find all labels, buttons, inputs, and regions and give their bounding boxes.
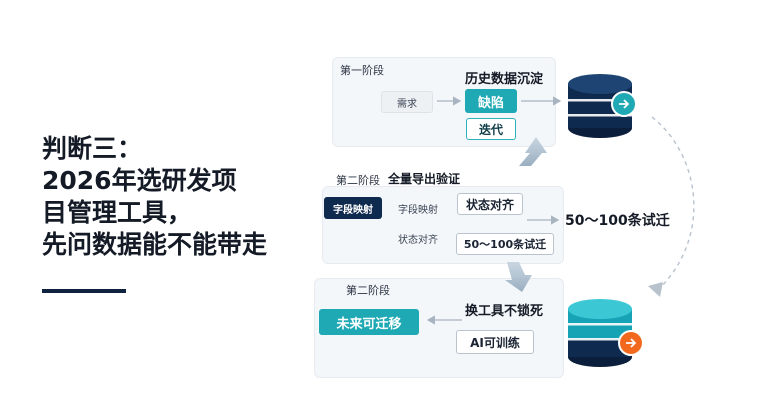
field-mapping-text: 字段映射	[398, 205, 438, 216]
status-align-text: 状态对齐	[398, 235, 438, 246]
headline-line-4: 先问数据能不能带走	[42, 230, 268, 259]
stage1-label: 第一阶段	[340, 64, 384, 77]
big-arrow-up-icon	[519, 137, 547, 166]
big-arrow-down-icon	[505, 262, 532, 292]
stage2-title: 全量导出验证	[388, 172, 461, 186]
headline-line-1: 判断三：	[42, 134, 143, 163]
headline-line-2: 2026年选研发项	[42, 166, 237, 195]
need-chip: 需求	[381, 91, 433, 113]
curved-dashed-arrow-icon	[651, 116, 695, 289]
ai-trainable-chip: AI可训练	[456, 330, 534, 354]
stage3-label: 第二阶段	[346, 284, 390, 297]
status-align-chip: 状态对齐	[457, 193, 523, 215]
iteration-chip: 迭代	[466, 118, 516, 140]
headline: 判断三： 2026年选研发项 目管理工具， 先问数据能不能带走	[42, 133, 302, 261]
headline-line-3: 目管理工具，	[42, 198, 193, 227]
stage1-title: 历史数据沉淀	[465, 72, 544, 87]
future-migratable-chip: 未来可迁移	[319, 309, 419, 335]
defect-chip: 缺陷	[465, 89, 517, 113]
migration-side-text: 50～100条试迁	[565, 213, 670, 229]
stage2-label: 第二阶段	[336, 174, 380, 187]
field-mapping-tag: 字段映射	[324, 197, 382, 219]
database-icon-top	[568, 74, 637, 138]
stage3-title: 换工具不锁死	[465, 304, 544, 319]
database-icon-bottom	[568, 299, 644, 367]
stage1-panel	[332, 57, 556, 147]
migration-chip: 50～100条试迁	[456, 233, 554, 255]
headline-underline	[42, 289, 126, 293]
